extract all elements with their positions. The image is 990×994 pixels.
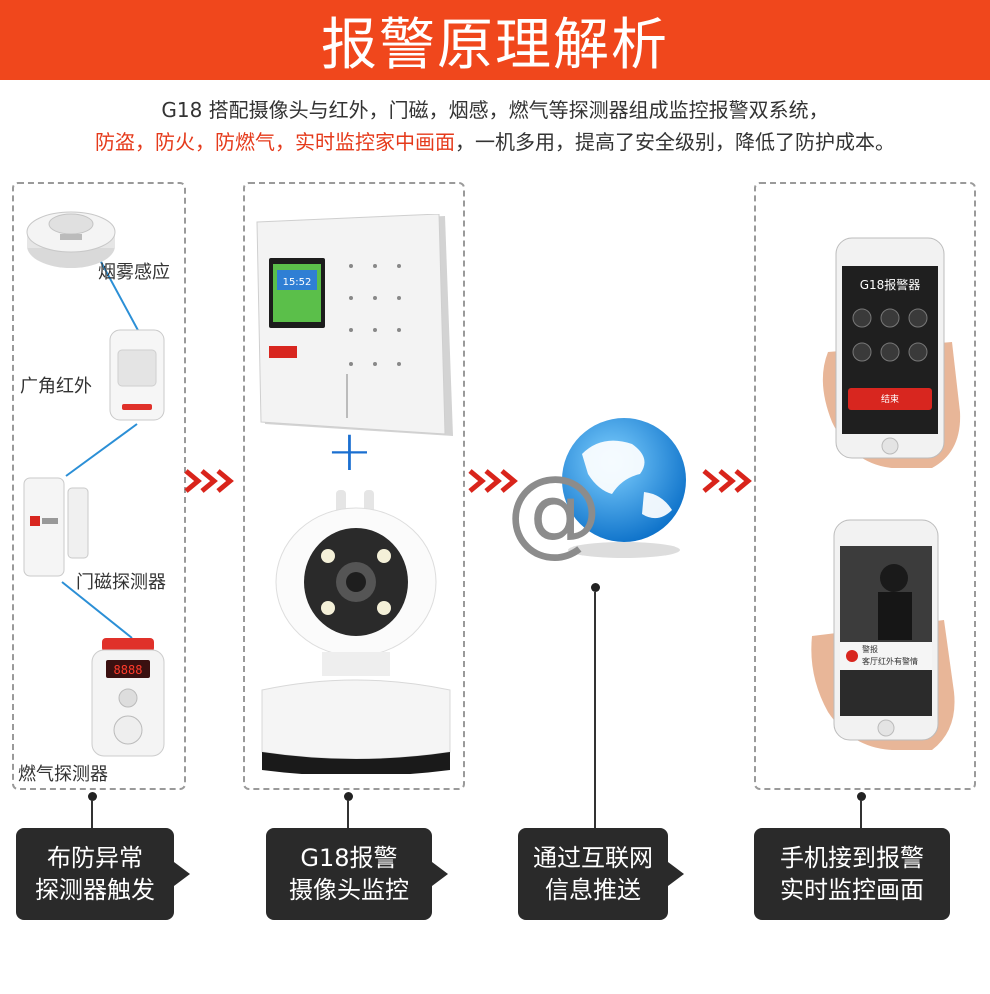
connector-line-2	[347, 800, 349, 830]
callout-3-line-2: 信息推送	[545, 876, 641, 904]
connector-line-3	[594, 592, 596, 828]
callout-2-line-1: G18报警	[300, 844, 398, 872]
plus-icon: +	[326, 419, 373, 484]
callout-3-tail	[668, 862, 684, 886]
callout-alarm-camera: G18报警 摄像头监控	[266, 828, 432, 920]
phone-1-title: G18报警器	[859, 278, 921, 292]
arrow-2-icon	[468, 469, 518, 493]
ip-camera-icon	[261, 490, 451, 774]
callout-2-line-2: 摄像头监控	[289, 876, 409, 904]
callout-detector-trigger: 布防异常 探测器触发	[16, 828, 174, 920]
callout-4-line-1: 手机接到报警	[780, 844, 924, 872]
page-title: 报警原理解析	[321, 12, 669, 78]
door-sensor-icon	[23, 477, 89, 577]
callout-internet-push: 通过互联网 信息推送	[518, 828, 668, 920]
alarm-camera-panel	[243, 182, 465, 790]
header-banner: 报警原理解析	[0, 0, 990, 80]
door-sensor-label: 门磁探测器	[76, 572, 166, 593]
alarm-screen-time: 15:52	[283, 277, 312, 288]
connector-line-1	[91, 800, 93, 830]
intro-line-2: 防盗，防火，防燃气，实时监控家中画面，一机多用，提高了安全级别，降低了防护成本。	[0, 126, 990, 155]
pir-sensor-label: 广角红外	[20, 376, 92, 397]
internet-globe-icon: @	[512, 418, 686, 564]
phone-alert-screen: 警报 客厅红外有警情	[808, 516, 960, 756]
phone-call-screen: G18报警器 结束	[812, 232, 964, 474]
intro-rest: ，一机多用，提高了安全级别，降低了防护成本。	[455, 130, 895, 154]
intro-highlight: 防盗，防火，防燃气，实时监控家中画面	[95, 130, 455, 154]
phone-1-end-button: 结束	[880, 395, 899, 405]
phone-2-alert-title: 警报	[862, 645, 878, 654]
callout-1-line-1: 布防异常	[47, 844, 143, 872]
callout-1-tail	[174, 862, 190, 886]
callout-4-line-2: 实时监控画面	[780, 876, 924, 904]
smoke-detector-icon	[26, 211, 116, 268]
svg-text:8888: 8888	[114, 663, 143, 677]
phone-2-alert-text: 客厅红外有警情	[862, 657, 918, 666]
detector-chain-lines	[61, 259, 141, 639]
gas-detector-label: 燃气探测器	[18, 764, 108, 785]
callout-1-line-2: 探测器触发	[35, 876, 155, 904]
at-sign-icon: @	[512, 455, 602, 564]
connector-dot-3	[591, 583, 600, 592]
callout-2-tail	[432, 862, 448, 886]
callout-phone-receive: 手机接到报警 实时监控画面	[754, 828, 950, 920]
connector-dot-2	[344, 792, 353, 801]
intro-line-1: G18 搭配摄像头与红外，门磁，烟感，燃气等探测器组成监控报警双系统，	[161, 98, 829, 122]
pir-sensor-icon	[109, 329, 165, 421]
callout-3-line-1: 通过互联网	[533, 844, 653, 872]
phone-panel	[754, 182, 976, 790]
smoke-sensor-label: 烟雾感应	[98, 262, 170, 283]
detectors-panel	[12, 182, 186, 790]
connector-line-4	[860, 800, 862, 830]
phone-2-icon	[811, 519, 955, 750]
arrow-1-icon	[184, 469, 234, 493]
alarm-host-icon: 15:52	[256, 214, 453, 436]
phone-1-icon	[822, 237, 961, 468]
connector-dot-4	[857, 792, 866, 801]
arrow-3-icon	[702, 469, 752, 493]
alarm-keypad	[349, 264, 401, 366]
gas-detector-icon: 8888	[91, 638, 165, 757]
connector-dot-1	[88, 792, 97, 801]
